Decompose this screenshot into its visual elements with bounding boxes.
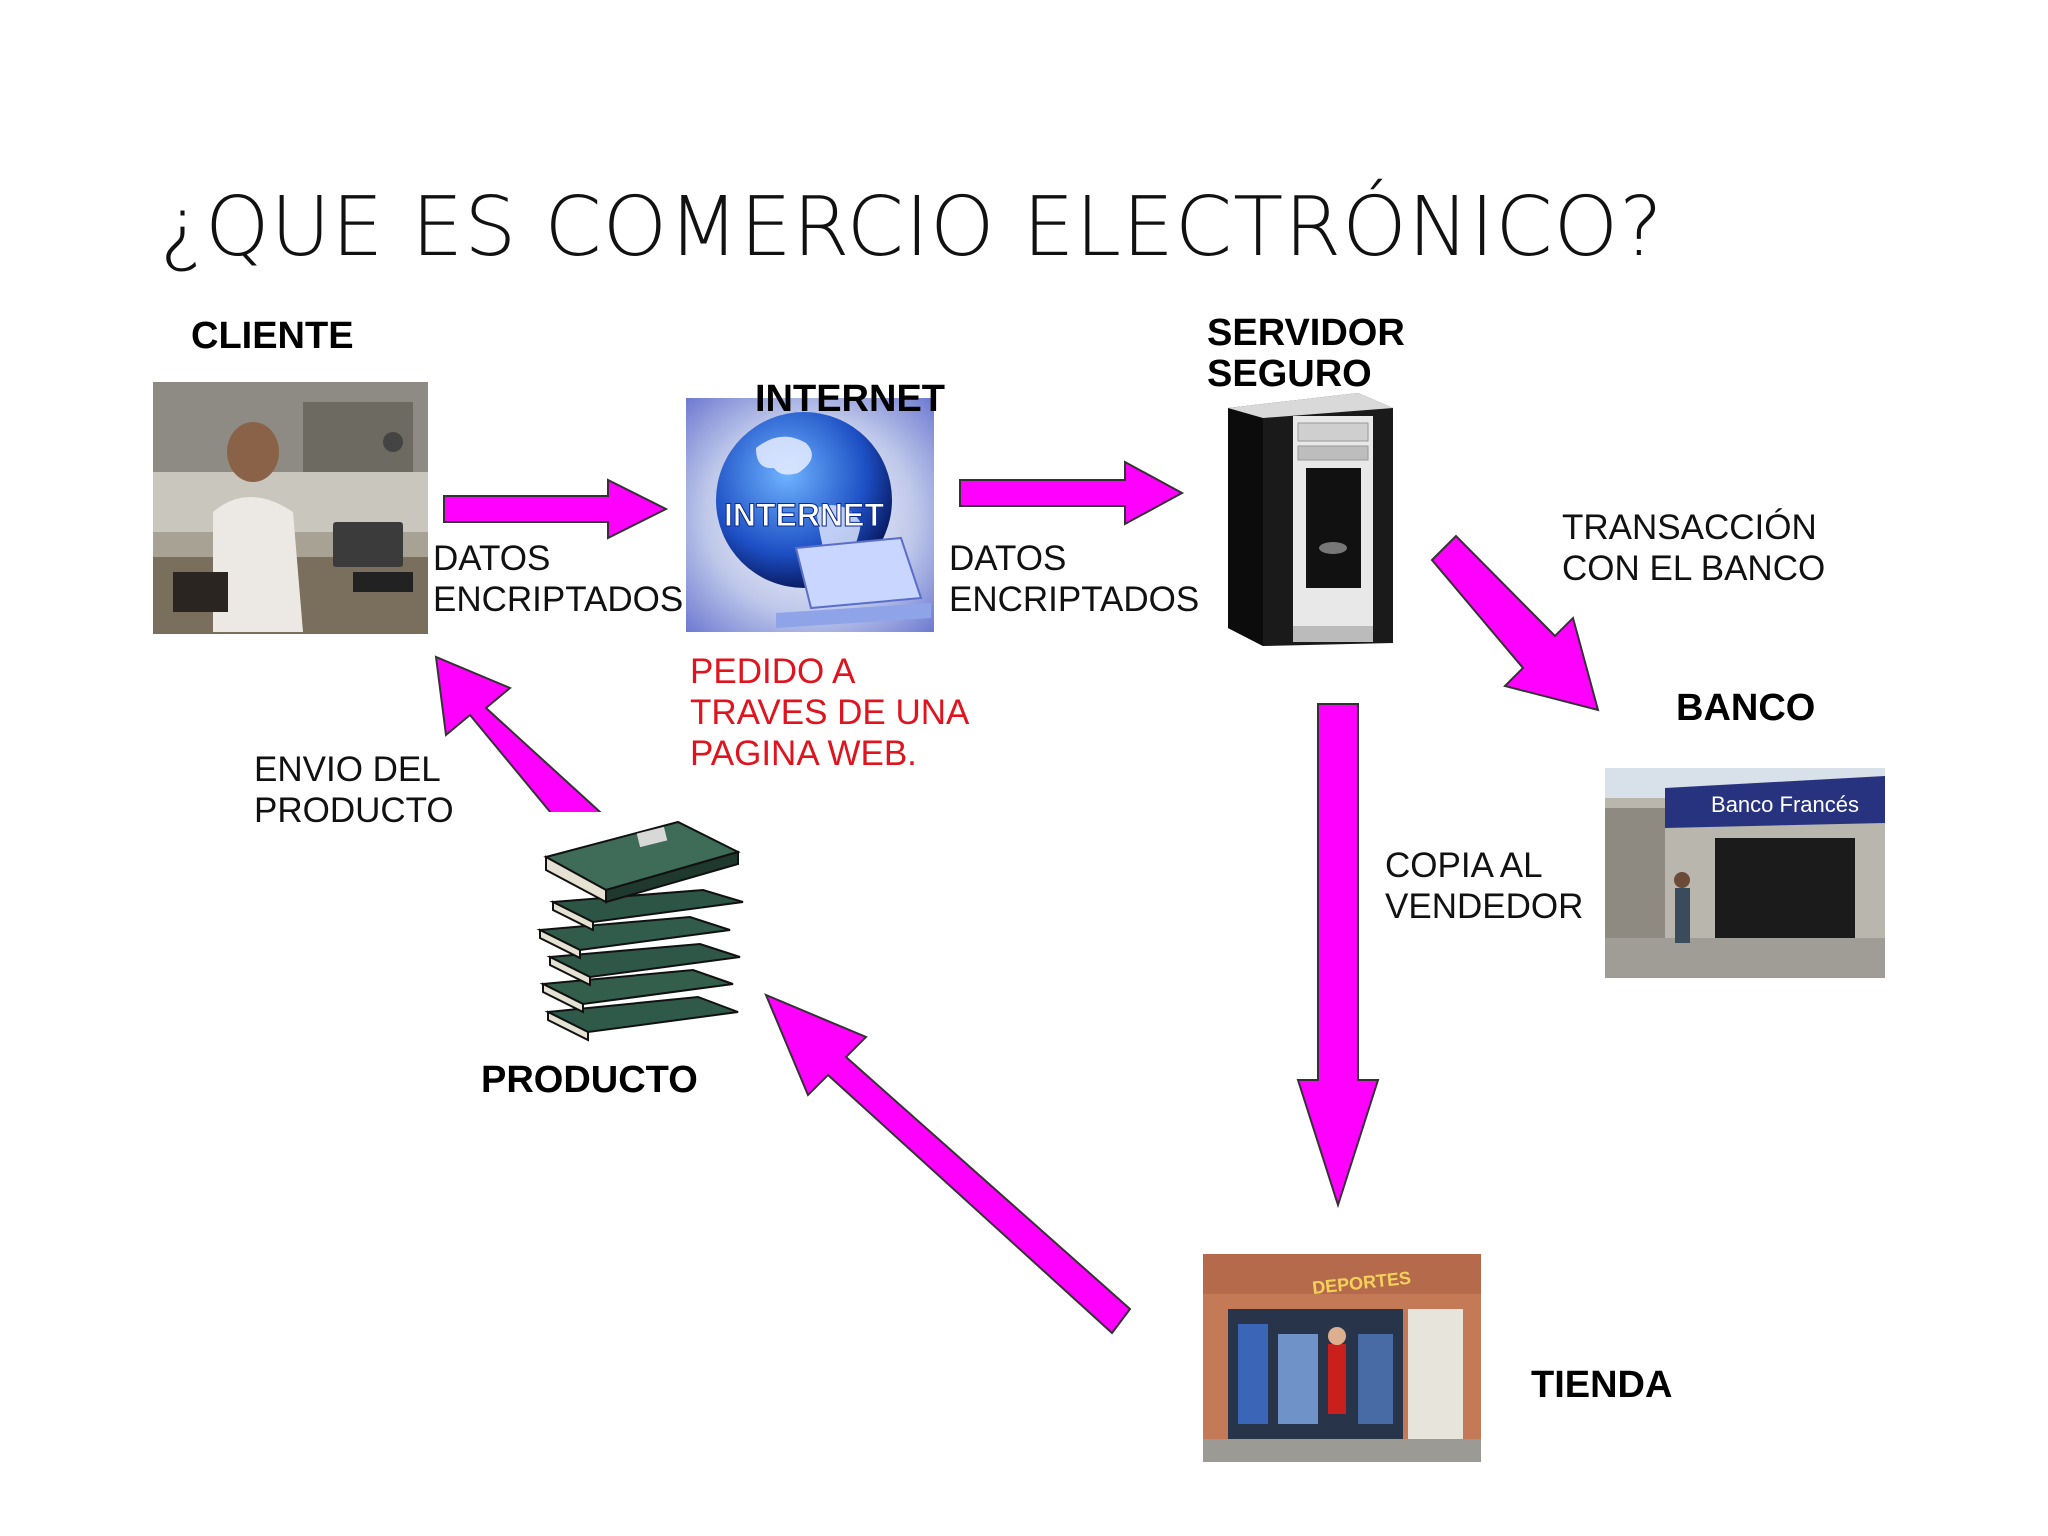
edge-label-servidor-tienda-2: VENDEDOR xyxy=(1385,887,1584,926)
banco-photo: Banco Francés xyxy=(1605,768,1885,978)
note-line-3: PAGINA WEB. xyxy=(690,734,917,773)
servidor-tower-image xyxy=(1208,388,1408,648)
bank-sign-text: Banco Francés xyxy=(1711,792,1859,817)
arrow-servidor-banco xyxy=(1430,534,1600,712)
edge-label-cliente-internet-1: DATOS xyxy=(433,539,551,578)
globe-label: INTERNET xyxy=(724,497,884,533)
cliente-photo xyxy=(153,382,428,634)
tienda-photo: DEPORTES xyxy=(1203,1254,1481,1462)
arrow-producto-cliente xyxy=(434,655,602,838)
node-label-tienda: TIENDA xyxy=(1531,1364,1673,1406)
arrow-servidor-tienda xyxy=(1296,703,1380,1209)
node-label-servidor-2: SEGURO xyxy=(1207,353,1372,395)
edge-label-internet-servidor-1: DATOS xyxy=(949,539,1067,578)
edge-label-servidor-tienda-1: COPIA AL xyxy=(1385,846,1543,885)
edge-label-cliente-internet-2: ENCRIPTADOS xyxy=(433,580,684,619)
node-label-internet: INTERNET xyxy=(755,378,945,420)
edge-label-servidor-banco-1: TRANSACCIÓN xyxy=(1562,508,1817,547)
node-label-banco: BANCO xyxy=(1676,687,1816,729)
arrow-internet-servidor xyxy=(959,460,1185,526)
note-line-2: TRAVES DE UNA xyxy=(690,693,970,732)
slide-title: ¿QUE ES COMERCIO ELECTRÓNICO? xyxy=(160,180,1664,275)
note-line-1: PEDIDO A xyxy=(690,652,856,691)
edge-label-internet-servidor-2: ENCRIPTADOS xyxy=(949,580,1200,619)
internet-globe-image: INTERNET xyxy=(686,398,934,632)
edge-label-producto-cliente-1: ENVIO DEL xyxy=(254,750,441,789)
node-label-cliente: CLIENTE xyxy=(191,315,354,357)
edge-label-producto-cliente-2: PRODUCTO xyxy=(254,791,454,830)
producto-books-image xyxy=(528,812,758,1042)
node-label-producto: PRODUCTO xyxy=(481,1059,698,1101)
arrow-cliente-internet xyxy=(443,478,669,540)
arrow-tienda-producto xyxy=(764,993,1132,1335)
node-label-servidor-1: SERVIDOR xyxy=(1207,312,1405,354)
edge-label-servidor-banco-2: CON EL BANCO xyxy=(1562,549,1826,588)
